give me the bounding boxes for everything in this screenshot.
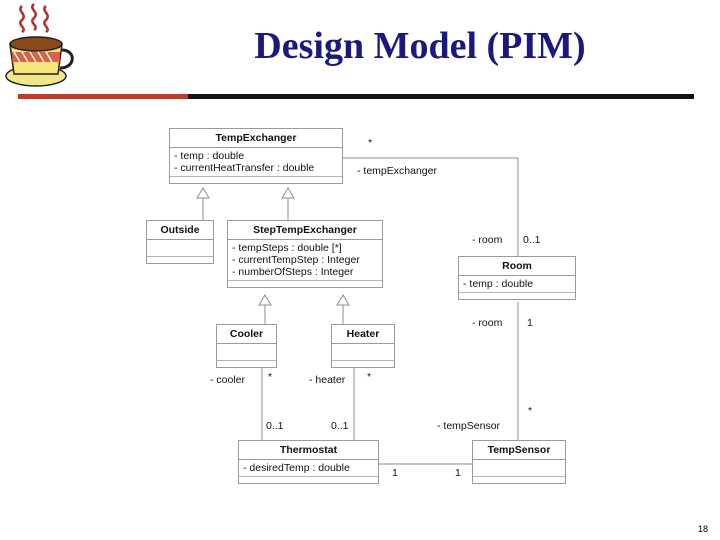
class-operations (459, 293, 575, 299)
title-rule (18, 94, 694, 99)
class-attributes: - desiredTemp : double (239, 460, 378, 477)
mult-cooler: * (268, 371, 273, 383)
class-attribute: - currentHeatTransfer : double (174, 162, 315, 174)
class-attributes (332, 344, 394, 361)
class-temp-sensor[interactable]: TempSensor (472, 440, 566, 484)
class-outside[interactable]: Outside (146, 220, 214, 264)
class-name: TempSensor (473, 441, 565, 460)
gen-arrow-cooler (258, 294, 272, 306)
class-name: Heater (332, 325, 394, 344)
class-operations (332, 361, 394, 367)
class-name: Room (459, 257, 575, 276)
class-heater[interactable]: Heater (331, 324, 395, 368)
gen-arrow-step (281, 187, 295, 199)
mult-thermostat-heater: 0..1 (331, 420, 349, 432)
class-room[interactable]: Room - temp : double (458, 256, 576, 300)
class-operations (239, 477, 378, 483)
mult-thermostat-cooler: 0..1 (266, 420, 284, 432)
mult-sensor-room: * (528, 405, 533, 417)
class-step-temp-exchanger[interactable]: StepTempExchanger - tempSteps : double [… (227, 220, 383, 288)
class-attribute: - currentTempStep : Integer (232, 254, 360, 266)
class-name: Outside (147, 221, 213, 240)
class-temp-exchanger[interactable]: TempExchanger - temp : double - currentH… (169, 128, 343, 184)
class-name: Thermostat (239, 441, 378, 460)
class-thermostat[interactable]: Thermostat - desiredTemp : double (238, 440, 379, 484)
class-attribute: - temp : double (174, 150, 245, 162)
role-room-exchanger: - room (472, 234, 503, 246)
page-number: 18 (697, 524, 708, 534)
gen-arrow-heater (336, 294, 350, 306)
class-attribute: - desiredTemp : double (243, 462, 350, 474)
mult-room-exchanger: 0..1 (523, 234, 541, 246)
mult-room-sensor: 1 (527, 317, 533, 329)
class-name: Cooler (217, 325, 276, 344)
slide-title: Design Model (PIM) (254, 25, 586, 67)
role-room-sensor: - room (472, 317, 503, 329)
class-attributes (473, 460, 565, 477)
role-temp-sensor: - tempSensor (437, 420, 501, 432)
class-name: TempExchanger (170, 129, 342, 148)
class-operations (147, 257, 213, 263)
mult-exchanger-end: * (368, 137, 373, 149)
role-cooler: - cooler (210, 374, 246, 386)
role-temp-exchanger: - tempExchanger (357, 165, 437, 177)
assoc-line-exchanger-room (343, 157, 519, 256)
gen-arrow-outside (196, 187, 210, 199)
class-attributes (147, 240, 213, 257)
class-attributes: - temp : double - currentHeatTransfer : … (170, 148, 342, 177)
mult-heater: * (367, 371, 372, 383)
title-rule-accent (18, 94, 188, 99)
mult-sensor-thermostat: 1 (455, 467, 461, 479)
class-operations (217, 361, 276, 367)
mult-thermostat-sensor: 1 (392, 467, 398, 479)
role-heater: - heater (309, 374, 346, 386)
class-attribute: - tempSteps : double [*] (232, 242, 342, 254)
class-attribute: - numberOfSteps : Integer (232, 266, 354, 278)
class-name: StepTempExchanger (228, 221, 382, 240)
class-operations (170, 177, 342, 183)
class-operations (228, 281, 382, 287)
class-cooler[interactable]: Cooler (216, 324, 277, 368)
class-operations (473, 477, 565, 483)
coffee-cup-icon (5, 3, 74, 87)
class-attributes: - temp : double (459, 276, 575, 293)
class-attributes: - tempSteps : double [*] - currentTempSt… (228, 240, 382, 281)
class-attributes (217, 344, 276, 361)
class-attribute: - temp : double (463, 278, 534, 290)
